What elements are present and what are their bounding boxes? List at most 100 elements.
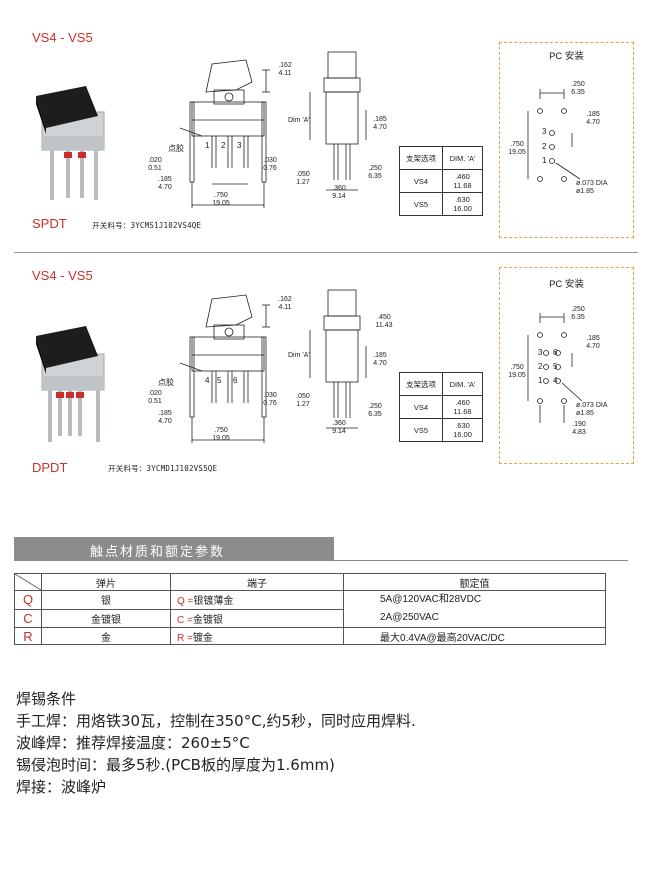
series-title: VS4 - VS5: [32, 30, 93, 45]
pc-mount-box: PC 安装: [499, 267, 634, 464]
dim-table-mm: 16.00: [453, 430, 472, 439]
pc-pin-3: 3: [542, 127, 547, 136]
part-number: 3YCMD1J102VS5QE: [146, 464, 218, 473]
pc-mount-title: PC 安装: [549, 279, 584, 290]
dim-470: 4.70: [373, 360, 387, 367]
dim-162: .162: [278, 296, 292, 303]
pc-dim-185: .185: [586, 335, 600, 342]
side-view-drawing: [309, 289, 367, 429]
dim-185: .185: [373, 116, 387, 123]
pc-pin-6: 6: [553, 348, 558, 357]
dim-635: 6.35: [368, 411, 382, 418]
pc-dim-1905: 19.05: [508, 372, 526, 379]
dim-020: .020: [148, 390, 162, 397]
dim-1905: 19.05: [212, 435, 230, 442]
dim-table-mm: 11.68: [453, 181, 472, 190]
dim-051: 0.51: [148, 165, 162, 172]
dim-050: .050: [296, 393, 310, 400]
dim-250: .250: [368, 165, 382, 172]
terminal-code-r: R =: [177, 632, 193, 644]
pc-dim-190: .190: [572, 421, 586, 428]
code-r: R: [14, 627, 42, 645]
dim-411: 4.11: [278, 70, 292, 77]
pc-dim-185: .185: [586, 111, 600, 118]
dim-030: .030: [263, 157, 277, 164]
dim-table-h1: 支架选项: [399, 146, 443, 170]
pin-label-2: 2: [221, 141, 226, 150]
product-photo: [36, 326, 105, 442]
rating-value-2: 2A@250VAC: [380, 612, 439, 623]
solder-title: 焊锡条件: [16, 690, 77, 708]
terminal-r: 镀金: [192, 632, 213, 644]
switch-type: DPDT: [32, 460, 68, 475]
pin-label-5: 5: [217, 376, 222, 385]
solder-section: 焊锡条件 手工焊：用烙铁30瓦，控制在350°C,约5秒，同时应用焊料. 波峰焊…: [16, 688, 636, 798]
pc-pin-2: 2: [542, 142, 547, 151]
side-view-drawing: [309, 51, 367, 191]
spring-r: 金: [41, 627, 171, 645]
code-q: Q: [14, 590, 42, 610]
dim-table-in: .630: [455, 195, 470, 204]
dim-750: .750: [214, 427, 228, 434]
pc-dia: ø.073 DIA: [576, 402, 608, 409]
dim-table-in: .460: [455, 398, 470, 407]
pc-dim-635: 6.35: [571, 314, 585, 321]
pc-mount-title: PC 安装: [549, 51, 584, 62]
terminal-code-q: Q =: [177, 596, 194, 608]
dim-table-mm: 11.68: [453, 407, 472, 416]
pc-dim-483: 4.83: [572, 429, 586, 436]
dim-127: 1.27: [296, 179, 310, 186]
dim-470b: 4.70: [158, 418, 172, 425]
pin-label-6: 6: [233, 376, 238, 385]
glue-label: 点胶: [168, 144, 184, 153]
solder-line-4: 焊接：波峰炉: [16, 778, 107, 796]
dim-030: .030: [263, 392, 277, 399]
dim-470: 4.70: [373, 124, 387, 131]
dim-750: .750: [214, 192, 228, 199]
dim-1143: 11.43: [375, 322, 393, 329]
pc-dim-1905: 19.05: [508, 149, 526, 156]
terminal-q: 银镀薄金: [193, 596, 234, 608]
section-divider: [14, 252, 638, 253]
pin-label-1: 1: [205, 141, 210, 150]
dim-051: 0.51: [148, 398, 162, 405]
terminal-c: 金镀银: [192, 614, 223, 626]
switch-type: SPDT: [32, 216, 67, 231]
ratings-table: 弹片 端子 额定值 Q 银 Q =银镀薄金 5A@120VAC和28VDC 2A…: [14, 573, 606, 645]
dim-411: 4.11: [278, 304, 292, 311]
dim-1905: 19.05: [212, 200, 230, 207]
solder-line-2: 波峰焊：推荐焊接温度：260±5°C: [16, 734, 250, 752]
dim-127: 1.27: [296, 401, 310, 408]
pc-hole-pattern: [527, 89, 581, 182]
pc-hole-pattern: [527, 313, 583, 423]
rating-value-1: 5A@120VAC和28VDC: [380, 594, 482, 605]
dim-020: .020: [148, 157, 162, 164]
header-terminal: 端子: [170, 573, 344, 591]
pc-dim-750: .750: [510, 141, 524, 148]
part-number: 3YCMS1J102VS4QE: [130, 221, 202, 230]
dim-076: 0.76: [263, 400, 277, 407]
pc-pin-5: 5: [553, 362, 558, 371]
code-c: C: [14, 608, 42, 628]
dim-470b: 4.70: [158, 184, 172, 191]
glue-label: 点胶: [158, 378, 174, 387]
dim-250: .250: [368, 403, 382, 410]
dim-360: .360: [332, 185, 346, 192]
pc-mount-box: PC 安装: [499, 42, 634, 238]
pc-dia: ø.073 DIA: [576, 180, 608, 187]
dim-table-opt: VS4: [399, 395, 443, 419]
dim-table-h1: 支架选项: [399, 372, 443, 396]
dim-table-h2: DIM. 'A': [442, 372, 483, 396]
series-title: VS4 - VS5: [32, 268, 93, 283]
product-photo: [36, 86, 105, 200]
solder-line-3: 锡侵泡时间：最多5秒.(PCB板的厚度为1.6mm): [16, 756, 335, 774]
ratings-banner: 触点材质和额定参数: [14, 537, 334, 561]
pc-pin-1: 1: [542, 156, 547, 165]
dim-table-in: .630: [455, 421, 470, 430]
pc-dia-mm: ø1.85: [576, 410, 594, 417]
header-spring: 弹片: [41, 573, 171, 591]
pc-dia-mm: ø1.85: [576, 188, 594, 195]
pc-pin-3: 3: [538, 348, 543, 357]
dim-076: 0.76: [263, 165, 277, 172]
